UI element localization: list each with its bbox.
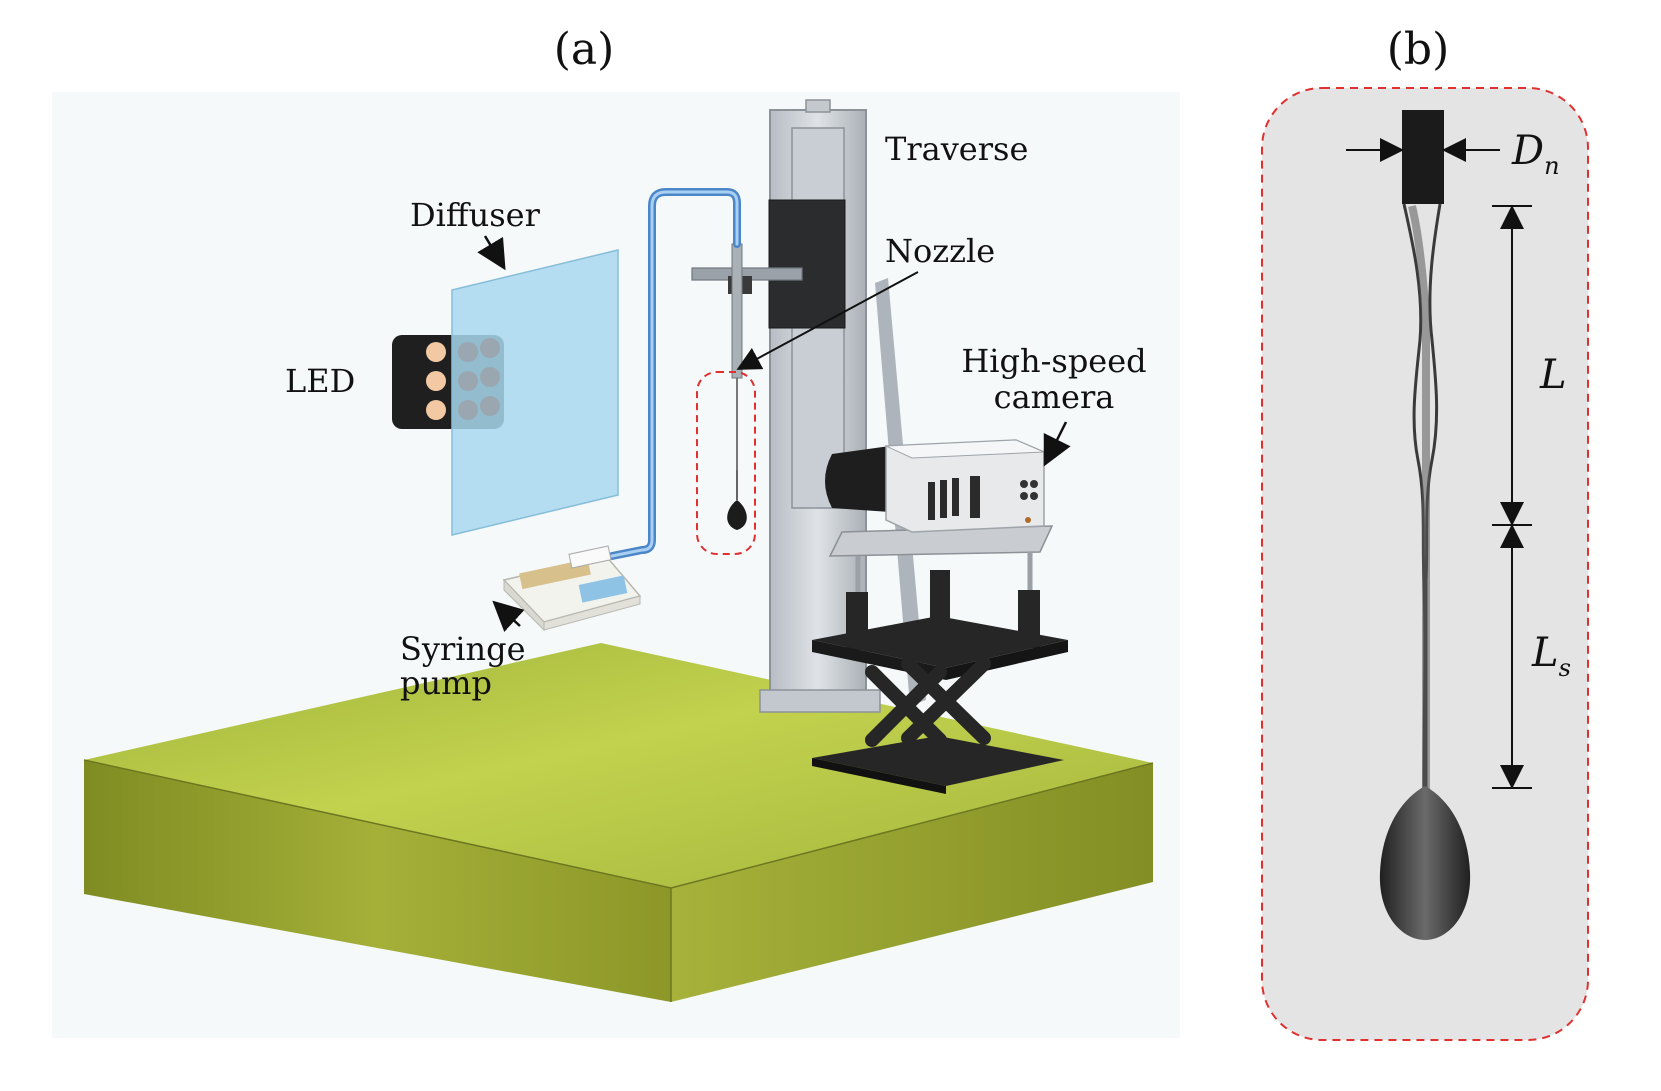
ls-symbol-sub: s (1559, 654, 1571, 682)
led-label: LED (285, 362, 355, 400)
diffuser-label: Diffuser (410, 196, 541, 234)
camera-label-line1: High-speed (961, 342, 1146, 380)
pump-label-line1: Syringe (400, 630, 526, 668)
ls-symbol: Ls (1531, 630, 1571, 682)
traverse-label: Traverse (885, 130, 1028, 168)
camera-arrow (1043, 421, 1071, 467)
dn-symbol-sub: n (1544, 152, 1559, 180)
nozzle-tip (1402, 110, 1444, 204)
optical-bench (83, 643, 1154, 1002)
diffuser-screen (451, 249, 619, 536)
camera-label-line2: camera (994, 378, 1115, 416)
panel-a-label: (a) (554, 24, 615, 75)
diffuser-arrow (477, 235, 506, 271)
panel-b-label: (b) (1387, 24, 1450, 75)
traverse-column (691, 99, 926, 713)
panel-b: (b) Dn L Ls (1261, 24, 1589, 1041)
high-speed-camera (825, 439, 1045, 533)
pump-arrow (492, 600, 525, 632)
nozzle-assembly (696, 243, 756, 555)
detail-drop (1379, 786, 1471, 940)
pump-label-line2: pump (400, 664, 492, 702)
camera-stand (812, 525, 1068, 794)
nozzle-arrow (736, 271, 919, 370)
nozzle-highlight-box (696, 371, 756, 555)
l-symbol: L (1539, 352, 1567, 398)
syringe-pump (502, 545, 642, 632)
ls-symbol-main: L (1531, 630, 1559, 676)
panel-a: (a) (52, 24, 1180, 1038)
nozzle-label: Nozzle (885, 232, 995, 270)
led-lens-array (458, 338, 500, 420)
pendant-drop (727, 500, 747, 530)
dn-symbol-main: D (1511, 128, 1544, 174)
dn-symbol: Dn (1511, 128, 1560, 180)
